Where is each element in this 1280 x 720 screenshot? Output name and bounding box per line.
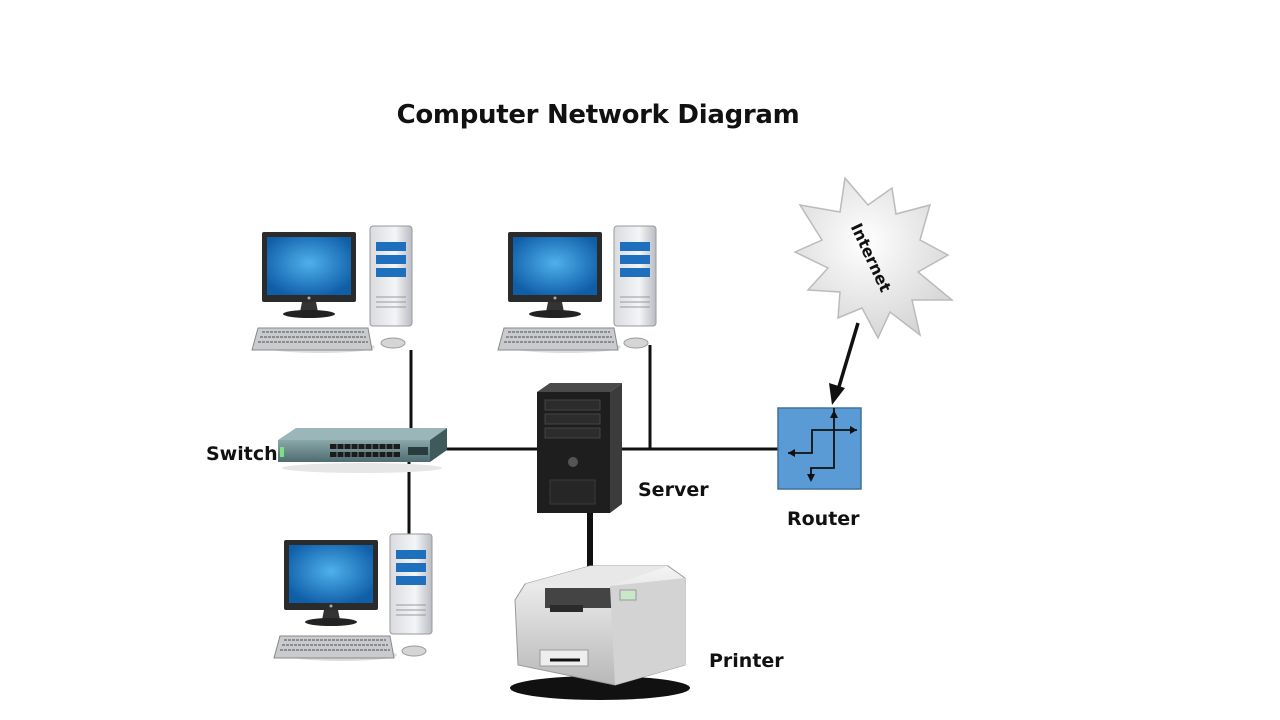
server-label: Server [638,479,709,501]
mouse-icon [623,337,649,349]
printer-icon [510,565,690,700]
workstation-1 [251,225,413,353]
mouse-icon [380,337,406,349]
workstation-3 [273,533,433,661]
keyboard-icon [497,327,619,351]
internet-arrow [829,322,860,405]
switch-icon [278,428,447,473]
mouse-icon [401,645,427,657]
keyboard-icon [273,635,395,659]
switch-label: Switch [206,443,278,465]
router-icon [777,407,862,490]
diagram-title: Computer Network Diagram [396,100,800,130]
internet-burst-icon [793,176,955,340]
router-label: Router [787,508,860,530]
server-icon [537,383,622,513]
workstation-2 [497,225,657,353]
printer-label: Printer [709,650,784,672]
keyboard-icon [251,327,373,351]
